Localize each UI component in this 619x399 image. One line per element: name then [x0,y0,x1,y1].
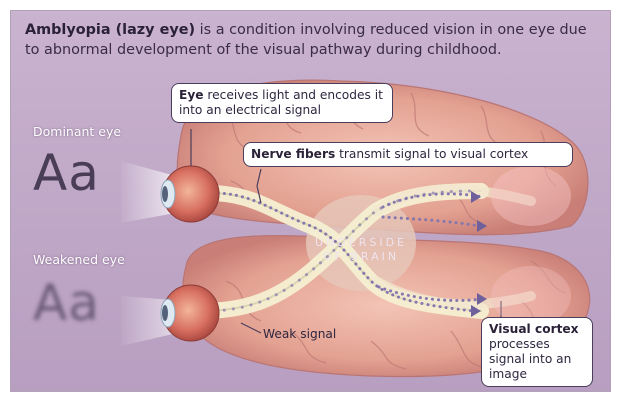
amblyopia-diagram: Amblyopia (lazy eye) is a condition invo… [10,10,611,392]
nerve-fibers-callout: Nerve fibers transmit signal to visual c… [243,142,573,167]
weakened-eye-letters: Aa [33,273,100,333]
underside-line1: UNDERSIDE [306,236,416,250]
visual-cortex-term: Visual cortex [489,322,579,336]
underside-line2: OF BRAIN [306,250,416,264]
eye-callout-term: Eye [179,88,204,102]
headline: Amblyopia (lazy eye) is a condition invo… [25,20,595,60]
eye-callout: Eye receives light and encodes it into a… [171,83,393,123]
dominant-eye-label: Dominant eye [33,124,121,139]
nerve-fibers-term: Nerve fibers [251,147,335,161]
underside-of-brain-label: UNDERSIDE OF BRAIN [306,236,416,264]
eye-callout-text: receives light and encodes it into an el… [179,88,383,117]
visual-cortex-callout: Visual cortex processes signal into an i… [481,317,593,387]
weakened-eye-label: Weakened eye [33,252,125,267]
nerve-fibers-text: transmit signal to visual cortex [335,147,528,161]
weak-signal-label: Weak signal [263,327,336,341]
dominant-eye-letters: Aa [33,143,100,203]
visual-cortex-text: processes signal into an image [489,337,571,381]
headline-term: Amblyopia (lazy eye) [25,22,195,38]
